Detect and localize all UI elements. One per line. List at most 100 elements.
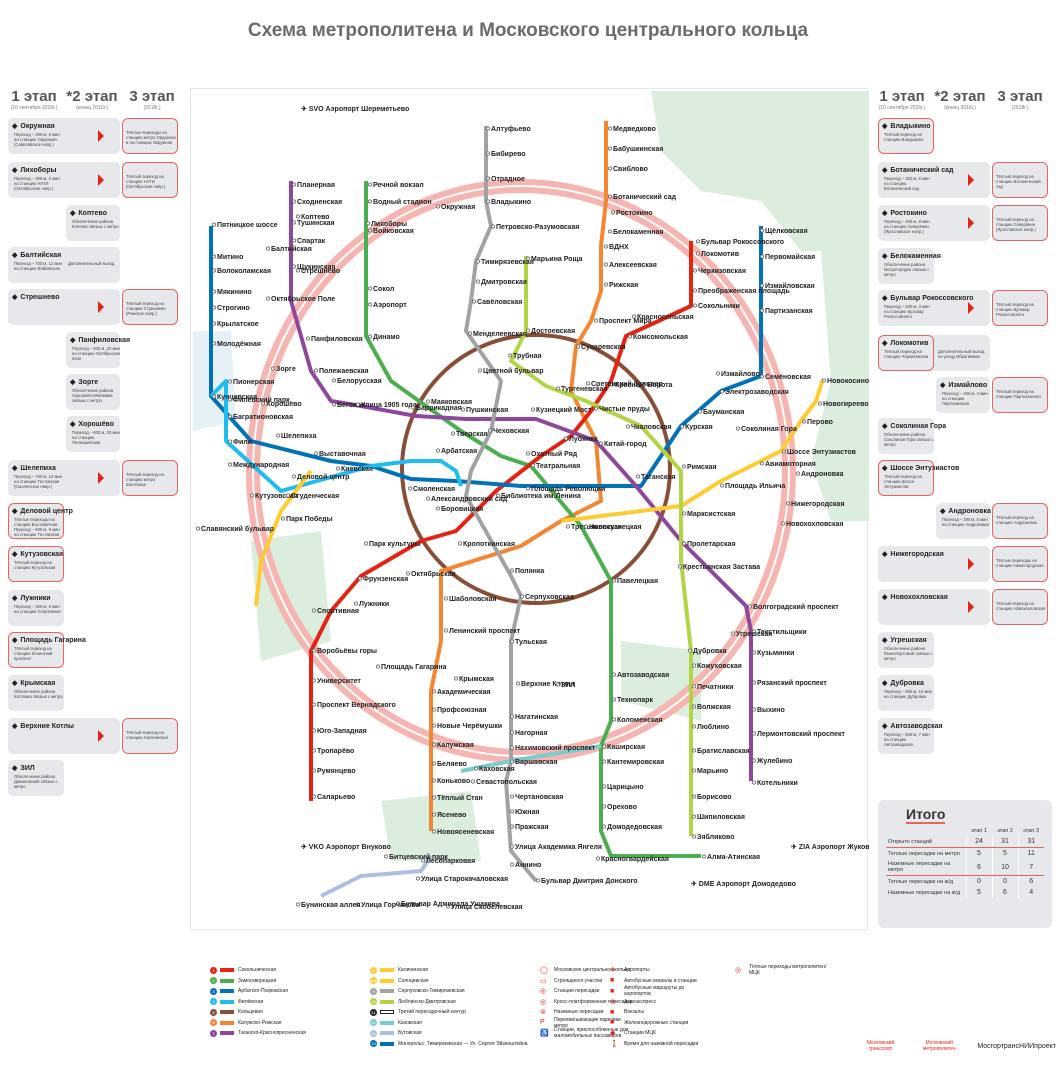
station-label[interactable]: Технопарк [617,697,654,704]
station-label[interactable]: Сходненская [297,199,342,206]
station-label[interactable]: Фрунзенская [363,576,408,583]
station-label[interactable]: Бибирево [491,150,526,158]
station-label[interactable]: Угрешская [736,631,772,638]
station-label[interactable]: Полянка [515,568,544,575]
station-label[interactable]: Таганская [641,474,675,481]
station-label[interactable]: Каховская [479,766,515,773]
station-label[interactable]: Медведково [613,126,656,133]
station-label[interactable]: Полежаевская [319,368,369,375]
station-label[interactable]: Измайлово [721,370,760,378]
station-label[interactable]: Люблино [697,723,729,731]
station-label[interactable]: Свиблово [613,165,648,173]
metro-map-canvas[interactable]: МедведковоБабушкинскаяСвибловоБотаническ… [191,89,869,931]
station-label[interactable]: Улица Старокачаловская [421,876,508,883]
station-label[interactable]: Академическая [437,689,490,696]
station-label[interactable]: Аэропорт [373,302,407,309]
station-label[interactable]: Ясенево [437,812,466,819]
station-label[interactable]: Тургеневская [561,386,608,393]
station-label[interactable]: Черкизовская [698,268,746,275]
station-label[interactable]: Борисово [697,794,732,801]
station-label[interactable]: Отрадное [491,176,525,183]
station-label[interactable]: Шоссе Энтузиастов [787,449,857,456]
station-label[interactable]: Китай-город [604,440,647,448]
station-label[interactable]: Коптево [301,214,330,221]
station-label[interactable]: Щукинская [297,264,335,271]
station-label[interactable]: Волжская [697,704,731,711]
station-label[interactable]: Пражская [515,824,548,831]
station-label[interactable]: Печатники [697,684,733,691]
station-label[interactable]: Чеховская [493,428,529,435]
station-label[interactable]: Улица 1905 года [361,402,417,409]
station-label[interactable]: Кузьминки [757,650,794,657]
station-label[interactable]: Нижегородская [791,501,844,508]
station-label[interactable]: Дубровка [693,647,727,655]
station-label[interactable]: Студенческая [291,493,339,500]
station-label[interactable]: Международная [233,462,289,469]
station-label[interactable]: Мякинино [217,289,252,296]
station-label[interactable]: Рязанский проспект [757,679,827,687]
station-label[interactable]: Боровицкая [441,506,483,513]
station-label[interactable]: Серпуховская [525,594,574,601]
station-label[interactable]: Алексеевская [609,262,657,269]
station-label[interactable]: Дмитровская [481,279,527,286]
station-label[interactable]: Тимирязевская [481,259,534,266]
station-label[interactable]: Алтуфьево [491,126,531,133]
station-label[interactable]: Смоленская [413,486,455,493]
station-label[interactable]: Кропоткинская [463,541,515,548]
station-label[interactable]: Кунцевская [217,394,257,401]
station-label[interactable]: Бабушкинская [613,145,663,153]
station-label[interactable]: Бауманская [703,409,744,416]
station-label[interactable]: Спортивная [317,608,359,615]
station-label[interactable]: Владыкино [491,199,531,206]
station-label[interactable]: Котельники [757,780,798,787]
station-label[interactable]: Бульвар Рокоссовского [701,239,784,246]
station-label[interactable]: Войковская [373,227,414,235]
station-label[interactable]: Комсомольская [633,334,688,341]
station-label[interactable]: Царицыно [607,784,644,791]
station-label[interactable]: Саларьево [317,794,355,801]
station-label[interactable]: Текстильщики [757,629,807,636]
station-label[interactable]: Домодедовская [607,824,662,831]
station-label[interactable]: Марьино [697,768,728,775]
station-label[interactable]: Профсоюзная [437,707,487,714]
station-label[interactable]: Новокосино [827,378,869,385]
station-label[interactable]: Площадь Ильича [725,483,785,490]
station-label[interactable]: Стрешнево [301,268,340,275]
station-label[interactable]: Автозаводская [617,672,669,679]
station-label[interactable]: Беляево [437,761,467,768]
station-label[interactable]: Октябрьская [411,570,456,578]
station-label[interactable]: Алма-Атинская [707,854,760,861]
station-label[interactable]: Марьина Роща [531,256,583,263]
station-label[interactable]: Волгоградский проспект [753,603,839,611]
station-label[interactable]: Электрозаводская [725,389,789,396]
station-label[interactable]: Пионерская [233,379,274,386]
station-label[interactable]: Библиотека им.Ленина [501,492,581,500]
station-label[interactable]: Беговая [337,402,365,409]
station-label[interactable]: Тёплый Стан [437,794,483,802]
station-label[interactable]: Локомотив [701,251,740,258]
station-label[interactable]: Проспект Мира [599,318,652,325]
station-label[interactable]: Митино [217,254,243,261]
station-label[interactable]: Филёвский парк [233,396,290,404]
station-label[interactable]: Достоевская [531,328,575,335]
station-label[interactable]: Парк Победы [286,515,333,523]
station-label[interactable]: Охотный Ряд [531,450,578,458]
